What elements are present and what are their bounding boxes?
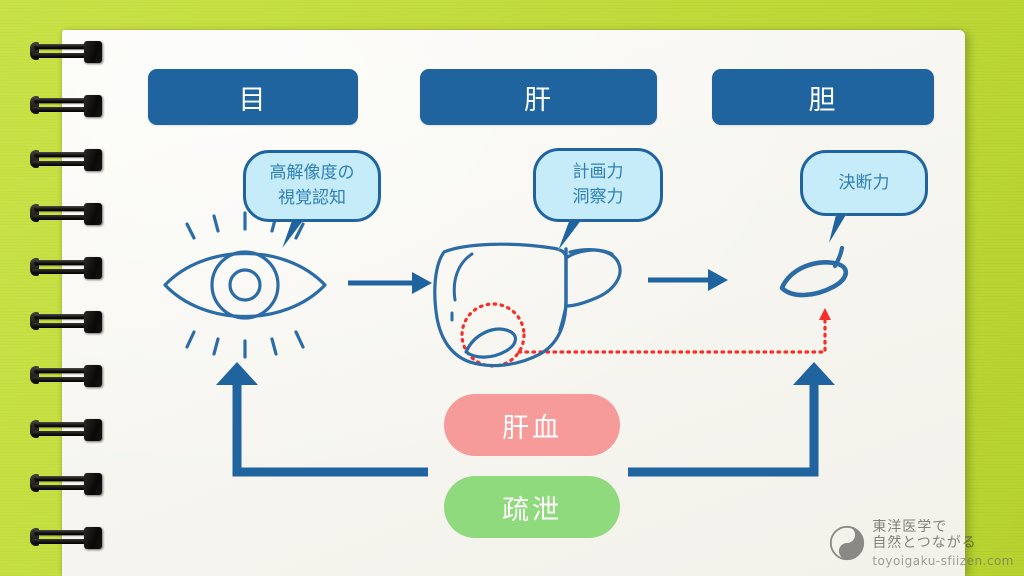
pill-kanketsu-label: 肝血 xyxy=(502,412,562,444)
pill-sosetsu-label: 疏泄 xyxy=(502,494,562,526)
header-box-liver[interactable]: 肝 xyxy=(420,69,657,125)
pill-kanketsu: 肝血 xyxy=(444,394,620,456)
liver-illustration xyxy=(433,242,622,368)
header-label-gallbladder: 胆 xyxy=(808,84,838,116)
binding-ring xyxy=(18,418,114,444)
binding-ring xyxy=(18,202,114,228)
yinyang-icon xyxy=(830,526,865,561)
pill-sosetsu: 疏泄 xyxy=(444,476,620,538)
bubble-eye-line2: 視覚認知 xyxy=(278,188,346,208)
binding-ring xyxy=(18,94,114,120)
header-box-eye[interactable]: 目 xyxy=(148,69,358,125)
watermark: 東洋医学で 自然とつながる toyoigaku-sfiizen.com xyxy=(829,519,1014,568)
binding-ring xyxy=(18,40,114,66)
watermark-line2: 自然とつながる xyxy=(872,535,977,552)
watermark-url: toyoigaku-sfiizen.com xyxy=(872,553,1014,568)
watermark-line1: 東洋医学で xyxy=(872,518,948,535)
bubble-liver-line1: 計画力 xyxy=(572,162,624,183)
bubble-liver: 計画力 洞察力 xyxy=(533,148,663,251)
watermark-text: 東洋医学で 自然とつながる toyoigaku-sfiizen.com xyxy=(872,519,1014,568)
binding-ring xyxy=(18,148,114,174)
header-label-eye: 目 xyxy=(238,84,268,116)
binding-ring xyxy=(18,256,114,282)
gallbladder-illustration xyxy=(779,245,848,298)
bubble-eye-line1: 高解像度の xyxy=(269,163,355,184)
binding-ring xyxy=(18,364,114,390)
binding-ring xyxy=(18,526,114,552)
bubble-gallbladder-line1: 決断力 xyxy=(838,172,890,193)
binding-ring xyxy=(18,472,114,498)
bubble-eye: 高解像度の 視覚認知 xyxy=(243,150,381,249)
spiral-binding xyxy=(18,26,118,574)
header-label-liver: 肝 xyxy=(524,84,553,116)
bubble-liver-line2: 洞察力 xyxy=(572,187,624,207)
bubble-gallbladder: 決断力 xyxy=(800,150,928,243)
eye-illustration xyxy=(163,211,327,359)
header-box-gallbladder[interactable]: 胆 xyxy=(712,69,934,125)
binding-ring xyxy=(18,310,114,336)
